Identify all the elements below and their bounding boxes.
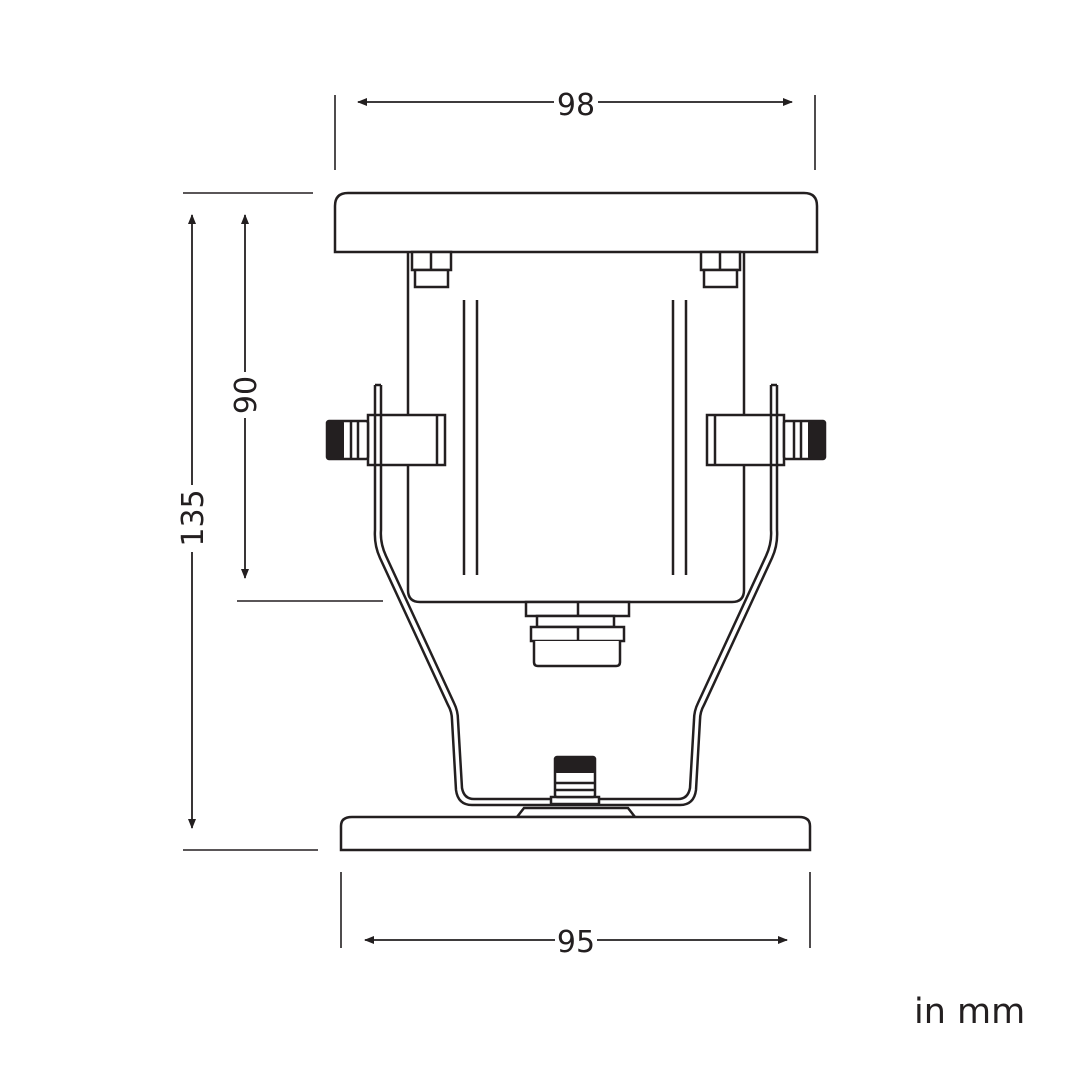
top-bolt-left [410,250,453,289]
dim-label-base-width: 95 [557,925,595,960]
unit-label: in mm [914,992,1026,1032]
side-clamp-right [705,413,827,467]
top-bolt-right [699,250,742,289]
dimension-base-width: 95 [340,872,811,960]
housing-body [406,252,746,604]
dimension-top-width: 98 [334,88,816,170]
dim-label-top-width: 98 [557,88,595,123]
cable-gland [524,600,631,668]
bottom-screw [549,755,601,806]
dimension-total-height: 135 [176,192,318,851]
top-cover [333,191,819,254]
base-plate [339,806,812,852]
dim-label-body-height: 90 [229,376,264,414]
dim-label-total-height: 135 [176,489,211,546]
dimension-body-height: 90 [229,214,383,602]
side-clamp-left [325,413,447,467]
